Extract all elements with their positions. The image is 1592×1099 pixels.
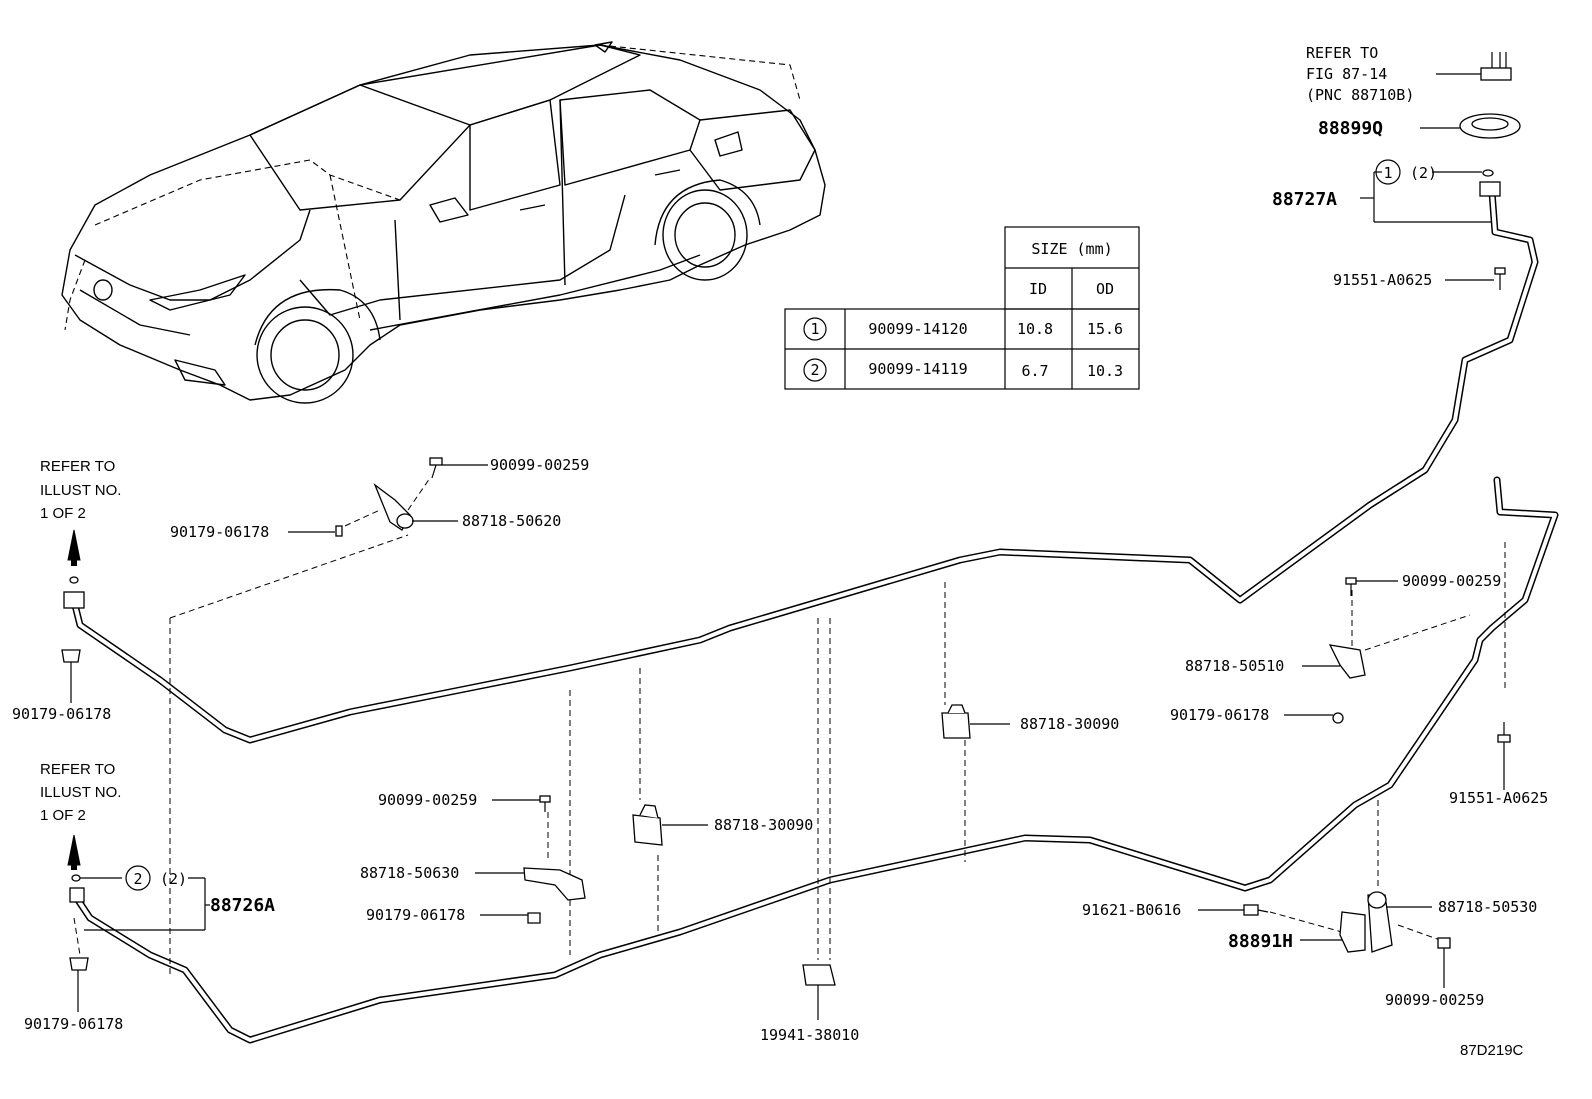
table-row-2-key: 2 (810, 361, 819, 379)
refer-illust-bottom-line3: 1 OF 2 (40, 807, 86, 824)
part-label-88718-50620: 88718-50620 (462, 512, 561, 530)
connector-icon (1436, 52, 1512, 81)
part-label-88718-30090-b: 88718-30090 (714, 816, 813, 834)
car-illustration (61, 41, 826, 404)
parts-icons (61, 52, 1521, 1020)
bolt-icon (1494, 267, 1506, 290)
dashed-leaders (73, 477, 1506, 975)
key-circle-1-label: 1 (1383, 164, 1392, 182)
part-label-88718-50510: 88718-50510 (1185, 657, 1284, 675)
part-label-90099-00259-a: 90099-00259 (490, 456, 589, 474)
part-label-90179-06178-d: 90179-06178 (366, 906, 465, 924)
refer-fig-line3: (PNC 88710B) (1306, 86, 1414, 104)
clip-icon (373, 483, 414, 531)
hose-end-icon (69, 887, 85, 903)
part-label-88891h: 88891H (1228, 931, 1293, 952)
part-label-90099-00259-d: 90099-00259 (1385, 991, 1484, 1009)
grommet-icon (1420, 113, 1521, 139)
part-qty-88726a: (2) (160, 870, 187, 888)
part-label-91551-a0625-right: 91551-A0625 (1449, 789, 1548, 807)
ring-icon (69, 576, 79, 584)
refer-illust-top-line1: REFER TO (40, 458, 115, 475)
clamp-icon (941, 704, 971, 739)
part-label-91621-b0616: 91621-B0616 (1082, 901, 1181, 919)
refer-fig-line2: FIG 87-14 (1306, 65, 1387, 83)
table-header-od: OD (1096, 280, 1114, 298)
table-header-size: SIZE (mm) (1031, 240, 1112, 258)
table-row-2-od: 10.3 (1087, 362, 1123, 380)
part-label-88718-30090-a: 88718-30090 (1020, 715, 1119, 733)
part-label-90179-06178-c: 90179-06178 (1170, 706, 1269, 724)
part-labels: 88899Q 88727A (2) 91551-A0625 90099-0025… (12, 118, 1548, 1044)
part-label-19941-38010: 19941-38010 (760, 1026, 859, 1044)
diagram-code: 87D219C (1460, 1042, 1524, 1059)
bolt-icon (429, 457, 443, 479)
part-label-91551-a0625-top: 91551-A0625 (1333, 271, 1432, 289)
notes: REFER TO FIG 87-14 (PNC 88710B) REFER TO… (40, 44, 1524, 1059)
table-row-1-part: 90099-14120 (868, 320, 967, 338)
key-circle-1 (1375, 159, 1401, 185)
part-label-90099-00259-c: 90099-00259 (378, 791, 477, 809)
part-qty-88727a: (2) (1410, 164, 1437, 182)
refer-illust-bottom-line2: ILLUST NO. (40, 784, 121, 801)
refer-fig-line1: REFER TO (1306, 44, 1378, 62)
nut-icon (61, 649, 81, 663)
table-row-2-id: 6.7 (1021, 362, 1048, 380)
part-label-88718-50630: 88718-50630 (360, 864, 459, 882)
clamp-icon (632, 804, 663, 846)
table-row-1-id: 10.8 (1017, 320, 1053, 338)
clip-icon (802, 964, 836, 1020)
bolt-icon (1497, 722, 1511, 780)
table-row-1-od: 15.6 (1087, 320, 1123, 338)
hose-end-icon (63, 591, 85, 609)
nut-icon (69, 957, 89, 971)
key-circle-2 (125, 865, 151, 891)
refer-illust-top-line2: ILLUST NO. (40, 482, 121, 499)
part-label-90179-06178-e: 90179-06178 (24, 1015, 123, 1033)
pin-icon (335, 525, 343, 537)
callout-leaders (70, 171, 1505, 1012)
hose-lines (71, 188, 1559, 1044)
bracket-icon (1243, 891, 1451, 953)
bracket-icon (1328, 577, 1366, 724)
refer-illust-bottom-line1: REFER TO (40, 761, 115, 778)
part-label-88727a: 88727A (1272, 189, 1337, 210)
ring-icon (71, 874, 81, 882)
hose-size-table: SIZE (mm) ID OD 1 90099-14120 10.8 15.6 … (784, 226, 1140, 390)
part-label-90099-00259-b: 90099-00259 (1402, 572, 1501, 590)
part-label-88718-50530: 88718-50530 (1438, 898, 1537, 916)
table-row-2-part: 90099-14119 (868, 360, 967, 378)
ring-icon (1482, 169, 1494, 177)
hose-end-icon (1479, 181, 1501, 197)
part-label-88726a: 88726A (210, 895, 275, 916)
arrow-up-icon (67, 529, 81, 561)
table-row-1-key: 1 (810, 320, 819, 338)
part-label-88899q: 88899Q (1318, 118, 1383, 139)
key-circle-2-label: 2 (133, 870, 142, 888)
table-header-id: ID (1029, 280, 1047, 298)
part-label-90179-06178-a: 90179-06178 (170, 523, 269, 541)
refer-illust-top-line3: 1 OF 2 (40, 505, 86, 522)
bracket-icon (523, 795, 586, 924)
part-label-90179-06178-b: 90179-06178 (12, 705, 111, 723)
